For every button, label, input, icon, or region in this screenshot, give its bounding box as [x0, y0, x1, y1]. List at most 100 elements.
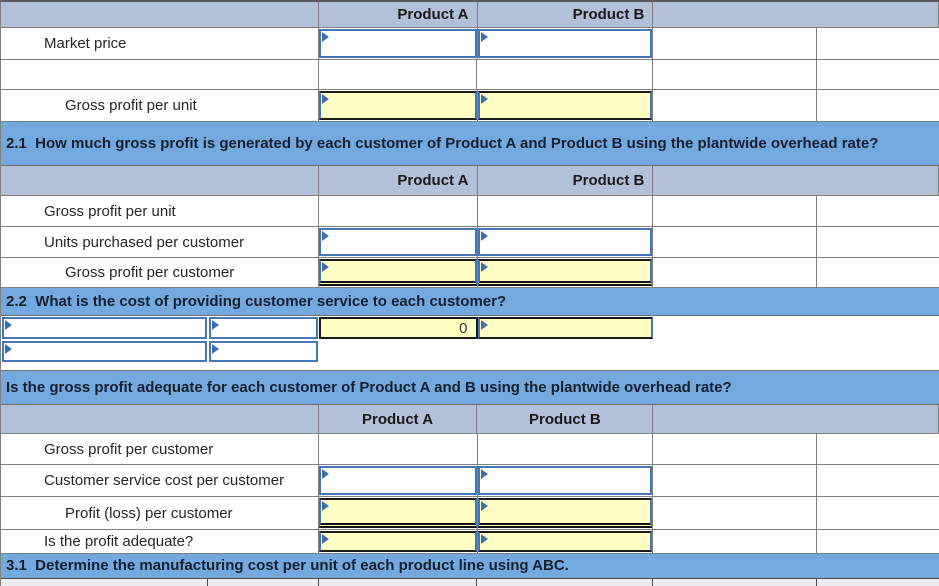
partial-cell: [477, 579, 654, 586]
service-cost-entry-row-2: [1, 340, 939, 363]
market-price-cell-b: [477, 28, 654, 59]
service-cost-total-cell-a: 0: [318, 316, 478, 340]
cell-marker-icon: [321, 469, 329, 479]
input-gross-profit-unit-product-a[interactable]: [318, 91, 477, 120]
empty-cell: [653, 465, 818, 496]
input-profit-loss-product-b[interactable]: [477, 498, 653, 528]
empty-cell: [817, 90, 939, 121]
section-adequate-product-b: Product B: [477, 405, 654, 433]
cell-marker-icon: [480, 469, 488, 479]
input-service-cost-item-2[interactable]: [2, 341, 207, 362]
section-adequate-column-header-row: Product A Product B: [1, 405, 939, 434]
section-adequate-header: Is the gross profit adequate for each cu…: [1, 370, 939, 405]
section-2-1-title: 2.1 How much gross profit is generated b…: [6, 134, 879, 152]
empty-cell: [817, 227, 939, 257]
market-price-row: Market price: [1, 28, 939, 60]
empty-cell: [653, 196, 818, 226]
empty-area: [653, 316, 939, 340]
cell-marker-icon: [211, 320, 219, 330]
section-2-1-product-a: Product A: [319, 166, 478, 195]
empty-cell: [653, 258, 818, 287]
empty-cell: [817, 497, 939, 529]
section-2-1-header: 2.1 How much gross profit is generated b…: [1, 122, 939, 166]
top-header-product-a: Product A: [319, 2, 478, 27]
cell-marker-icon: [480, 231, 488, 241]
empty-cell: [817, 434, 939, 464]
s21-gross-profit-customer-cell-a: [318, 258, 478, 287]
adequate-gross-profit-customer-row: Gross profit per customer: [1, 434, 939, 465]
market-price-label: Market price: [1, 28, 319, 59]
empty-cell: [319, 60, 478, 89]
units-purchased-cell-a: [318, 227, 478, 257]
cell-marker-icon: [480, 320, 488, 330]
top-header-product-b: Product B: [478, 2, 654, 27]
empty-area: [319, 340, 939, 363]
gross-profit-unit-cell-b: [477, 90, 654, 121]
section-adequate-product-a: Product A: [319, 405, 478, 433]
input-service-cost-rate-2[interactable]: [208, 341, 318, 362]
input-profit-loss-product-a[interactable]: [318, 498, 477, 528]
partial-cell: [207, 579, 319, 586]
empty-cell: [1, 60, 319, 89]
input-customer-service-cost-product-a[interactable]: [318, 466, 477, 495]
input-customer-service-cost-product-b[interactable]: [477, 466, 653, 495]
section-2-1-product-b: Product B: [478, 166, 654, 195]
cell-marker-icon: [321, 534, 329, 544]
profit-loss-cell-b: [477, 497, 654, 529]
empty-cell: [319, 196, 478, 226]
service-cost-total-cell-b: [477, 316, 654, 340]
computed-service-cost-product-a: 0: [318, 317, 478, 339]
column-header-filler: [653, 405, 939, 433]
input-market-price-product-b[interactable]: [477, 29, 653, 58]
empty-cell: [817, 258, 939, 287]
input-gross-profit-customer-product-b[interactable]: [477, 259, 653, 286]
input-units-purchased-product-a[interactable]: [318, 228, 477, 256]
column-header-empty-cell: [1, 405, 319, 433]
service-cost-item-cell: [1, 316, 208, 340]
input-profit-adequate-product-b[interactable]: [477, 531, 653, 552]
blank-row: [1, 60, 939, 90]
top-header-filler: [653, 2, 939, 27]
customer-service-cost-cell-b: [477, 465, 654, 496]
input-service-cost-rate[interactable]: [208, 317, 318, 339]
input-market-price-product-a[interactable]: [318, 29, 477, 58]
empty-cell: [817, 530, 939, 553]
input-units-purchased-product-b[interactable]: [477, 228, 653, 256]
service-cost-rate-cell-2: [208, 340, 319, 363]
profit-adequate-row: Is the profit adequate?: [1, 530, 939, 554]
spacer-row: [1, 363, 939, 370]
cell-marker-icon: [321, 94, 329, 104]
profit-loss-row: Profit (loss) per customer: [1, 497, 939, 530]
profit-loss-label: Profit (loss) per customer: [1, 497, 319, 529]
profit-adequate-cell-b: [477, 530, 654, 553]
input-gross-profit-unit-product-b[interactable]: [477, 91, 653, 120]
service-cost-entry-row: 0: [1, 316, 939, 340]
input-service-cost-product-b[interactable]: [477, 317, 654, 339]
gross-profit-unit-label: Gross profit per unit: [1, 90, 319, 121]
cell-marker-icon: [5, 320, 12, 330]
customer-service-cost-label: Customer service cost per customer: [1, 465, 319, 496]
adequate-gross-profit-customer-label: Gross profit per customer: [1, 434, 319, 464]
profit-adequate-cell-a: [318, 530, 478, 553]
cell-marker-icon: [5, 344, 12, 354]
partial-cell: [817, 579, 939, 586]
column-header-filler: [653, 166, 939, 195]
empty-cell: [653, 60, 818, 89]
input-gross-profit-customer-product-a[interactable]: [318, 259, 477, 286]
s21-gross-profit-customer-label: Gross profit per customer: [1, 258, 319, 287]
input-service-cost-item[interactable]: [2, 317, 207, 339]
section-2-2-title: 2.2 What is the cost of providing custom…: [6, 292, 507, 310]
empty-cell: [478, 196, 654, 226]
input-profit-adequate-product-a[interactable]: [318, 531, 477, 552]
cell-marker-icon: [321, 501, 329, 511]
cell-marker-icon: [480, 262, 488, 272]
empty-cell: [817, 196, 939, 226]
s21-gross-profit-unit-label: Gross profit per unit: [1, 196, 319, 226]
customer-service-cost-cell-a: [318, 465, 478, 496]
empty-cell: [817, 28, 939, 59]
empty-cell: [653, 28, 818, 59]
customer-service-cost-row: Customer service cost per customer: [1, 465, 939, 497]
section-2-2-header: 2.2 What is the cost of providing custom…: [1, 288, 939, 316]
gross-profit-unit-cell-a: [318, 90, 478, 121]
